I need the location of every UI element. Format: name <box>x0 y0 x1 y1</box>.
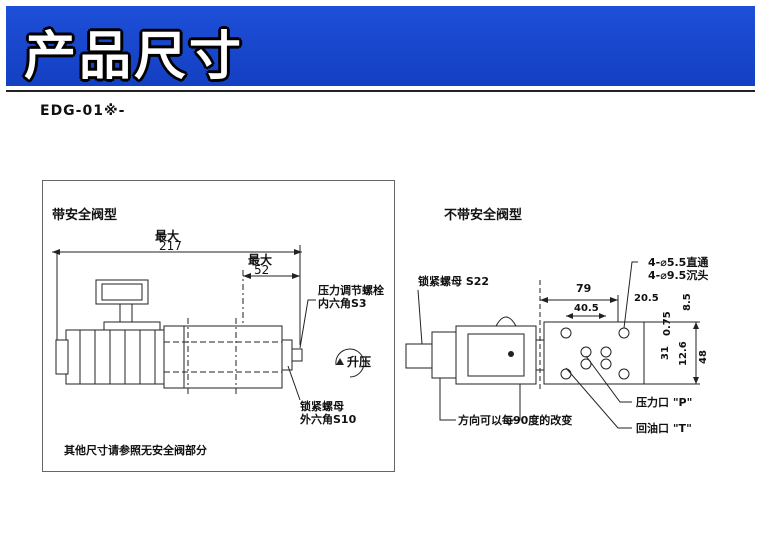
rotation-arrow-icon <box>336 358 344 365</box>
right-lock-nut <box>405 343 433 369</box>
dim-12-6: 12.6 <box>678 341 689 366</box>
max-label-1: 最大 <box>155 228 179 243</box>
header-divider <box>6 90 755 92</box>
dim-31: 31 <box>660 346 671 360</box>
coil-body <box>65 329 165 385</box>
left-drawing: 带安全阀型 最大 217 最大 52 <box>52 207 384 457</box>
direction-note: 方向可以每90度的改变 <box>458 413 572 427</box>
dim-arrows-48 <box>693 322 699 384</box>
left-panel-frame <box>42 180 395 472</box>
leader-direction-right <box>510 384 521 421</box>
hole-spec-1: 4-⌀5.5直通 <box>648 255 708 269</box>
right-drawing: 不带安全阀型 锁紧螺母 S22 79 40.5 20.5 8.5 0.75 <box>405 207 709 435</box>
right-valve-inner <box>467 333 525 377</box>
dim-79: 79 <box>576 282 591 295</box>
rotation-arc-icon <box>335 348 365 378</box>
left-panel-note: 其他尺寸请参照无安全阀部分 <box>64 443 207 457</box>
max-value-2: 52 <box>254 263 269 277</box>
lock-nut-left-label-1: 锁紧螺母 <box>300 399 344 413</box>
model-code: EDG-01※- <box>40 103 126 119</box>
dim-48: 48 <box>698 350 709 364</box>
right-panel-title: 不带安全阀型 <box>444 207 522 223</box>
dim-arrows-79 <box>540 297 618 303</box>
left-panel-title: 带安全阀型 <box>52 207 117 223</box>
leader-return-port <box>565 367 632 429</box>
lock-nut-left-label-2: 外六角S10 <box>299 412 357 426</box>
header-banner: 产品尺寸 <box>6 6 755 87</box>
leader-lock-nut-left <box>287 365 301 401</box>
dim-0-75: 0.75 <box>662 311 673 336</box>
raise-pressure-label: 升压 <box>347 354 371 369</box>
right-valve-body <box>455 325 537 385</box>
max-value-1: 217 <box>159 239 182 253</box>
mounting-holes <box>560 327 630 380</box>
leader-direction-left <box>439 378 456 421</box>
leader-pressure-port <box>585 355 632 403</box>
pressure-screw-label-2: 内六角S3 <box>318 296 367 310</box>
connector-cap-inner <box>101 283 143 301</box>
leader-pressure-screw <box>299 299 316 349</box>
dim-8-5: 8.5 <box>682 293 693 311</box>
leader-hole-spec <box>623 261 638 329</box>
lock-nut-right-label: 锁紧螺母 S22 <box>418 274 489 288</box>
hole-spec-2: 4-⌀9.5沉头 <box>648 268 708 282</box>
right-top-knob <box>495 316 517 327</box>
coil-ribs <box>79 330 156 384</box>
valve-body <box>163 325 283 389</box>
return-port-label: 回油口 "T" <box>636 421 692 435</box>
coil-end-nut <box>55 339 69 375</box>
leader-lock-nut-right <box>417 289 423 345</box>
relief-adjuster-screw <box>291 348 303 362</box>
dim-20-5: 20.5 <box>634 293 659 304</box>
relief-adjuster-body <box>281 339 293 371</box>
pressure-screw-label-1: 压力调节螺栓 <box>318 283 384 297</box>
page-title: 产品尺寸 <box>24 27 245 87</box>
dim-40-5: 40.5 <box>574 303 599 314</box>
right-adapter <box>431 331 457 379</box>
connector-stem <box>119 303 133 325</box>
right-center-dot <box>508 351 514 357</box>
max-label-2: 最大 <box>248 252 272 267</box>
pressure-port-label: 压力口 "P" <box>636 395 692 409</box>
